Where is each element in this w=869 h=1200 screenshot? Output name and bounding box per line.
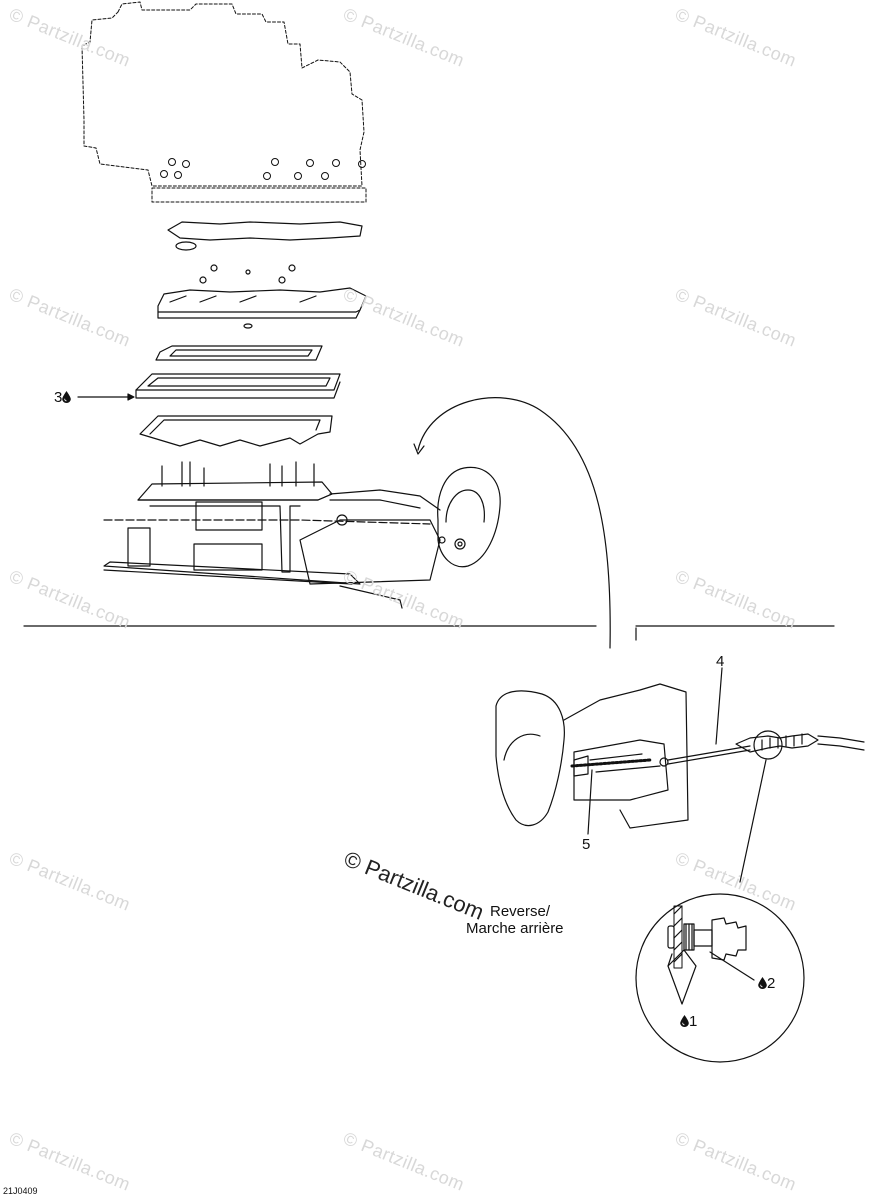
callout-number: 2: [767, 975, 776, 992]
callout-leader-4: [715, 667, 723, 745]
callout-leader-3: [77, 393, 135, 401]
callout-leader-5: [587, 769, 593, 835]
oil-drop-icon: [680, 1015, 689, 1027]
callout-5: 5: [582, 836, 591, 853]
jet-pump-assembly-side: [495, 683, 865, 829]
callout-1: 1: [680, 1014, 697, 1029]
jet-pump-assembly-top: [103, 461, 501, 609]
callout-number: 1: [689, 1013, 698, 1030]
filter-frame: [135, 373, 341, 399]
intake-housing-plate: [157, 287, 367, 329]
detail-view-circle: [635, 759, 805, 1063]
reverse-caption-line1: Reverse/: [490, 903, 551, 920]
plate-gasket: [155, 345, 323, 361]
reverse-caption-line2: Marche arrière: [466, 920, 564, 937]
callout-4: 4: [716, 653, 725, 670]
filter-tray: [139, 415, 333, 447]
callout-number: 3: [54, 389, 63, 406]
upper-gasket: [167, 221, 363, 284]
oil-drop-icon: [758, 977, 767, 989]
callout-2: 2: [758, 976, 775, 991]
routing-arrow: [413, 397, 637, 649]
document-id: 21J0409: [3, 1186, 38, 1196]
oil-drop-icon: [62, 391, 72, 403]
callout-3: 3: [54, 389, 72, 406]
engine-mount-nuts: [160, 158, 366, 180]
engine-phantom-outline: [81, 1, 367, 203]
